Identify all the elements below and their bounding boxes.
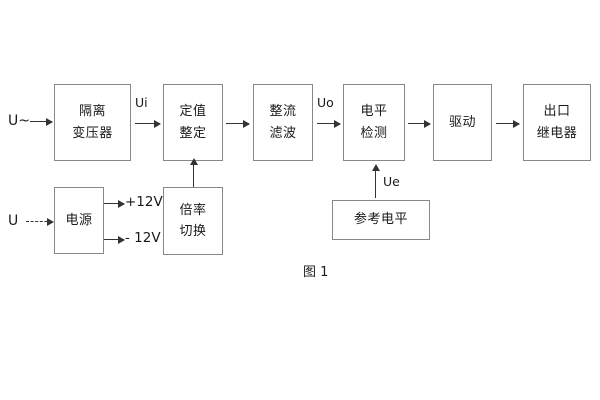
signal-label-ue: Ue bbox=[383, 174, 400, 189]
block-power-supply: 电源 bbox=[54, 187, 104, 254]
block-ratio-switching: 倍率 切换 bbox=[163, 187, 223, 255]
block-level-detection: 电平 检测 bbox=[343, 84, 405, 161]
arrow-level-detection-to-drive bbox=[408, 119, 431, 128]
block-level-detection-line1: 电平 bbox=[360, 104, 388, 120]
arrow-drive-to-output-relay bbox=[496, 119, 520, 128]
arrow-reference-level-to-level-detection bbox=[371, 164, 380, 198]
arrow-power-rail-negative bbox=[104, 235, 125, 244]
block-reference-level-line1: 参考电平 bbox=[353, 212, 408, 228]
block-setting-value-line2: 整定 bbox=[179, 125, 207, 141]
block-setting-value-line1: 定值 bbox=[179, 104, 207, 120]
dc-input-label: U bbox=[8, 213, 19, 229]
block-setting-value: 定值 整定 bbox=[163, 84, 223, 161]
block-output-relay-line1: 出口 bbox=[543, 104, 571, 120]
block-level-detection-line2: 检测 bbox=[360, 125, 388, 141]
arrow-dc-input-to-power-supply bbox=[26, 217, 54, 226]
figure-caption: 图 1 bbox=[303, 265, 329, 280]
block-drive: 驱动 bbox=[433, 84, 492, 161]
block-reference-level: 参考电平 bbox=[332, 200, 430, 240]
arrow-ratio-switching-to-setting-value bbox=[189, 158, 198, 187]
power-rail-negative-label: - 12V bbox=[125, 230, 161, 246]
block-ratio-switching-line2: 切换 bbox=[179, 224, 207, 239]
power-rail-positive-label: +12V bbox=[125, 194, 163, 210]
signal-label-ui: Ui bbox=[135, 95, 148, 110]
block-drive-line1: 驱动 bbox=[448, 114, 476, 130]
block-isolation-transformer-line1: 隔离 bbox=[78, 104, 106, 120]
block-output-relay: 出口 继电器 bbox=[523, 84, 591, 161]
block-isolation-transformer: 隔离 变压器 bbox=[54, 84, 131, 161]
signal-label-uo: Uo bbox=[317, 95, 334, 110]
block-power-supply-line1: 电源 bbox=[65, 212, 93, 228]
arrow-rectify-filter-to-level-detection bbox=[317, 119, 341, 128]
block-output-relay-line2: 继电器 bbox=[536, 125, 578, 141]
arrow-ac-input-to-isolation-transformer bbox=[30, 117, 53, 126]
block-rectify-filter: 整流 滤波 bbox=[253, 84, 313, 161]
block-rectify-filter-line2: 滤波 bbox=[269, 125, 297, 141]
block-isolation-transformer-line2: 变压器 bbox=[72, 125, 113, 141]
arrow-power-rail-positive bbox=[104, 199, 125, 208]
arrow-setting-value-to-rectify-filter bbox=[226, 119, 250, 128]
block-ratio-switching-line1: 倍率 bbox=[179, 202, 207, 218]
ac-input-label: U~ bbox=[8, 113, 30, 129]
block-rectify-filter-line1: 整流 bbox=[269, 104, 297, 120]
arrow-isolation-transformer-to-setting-value bbox=[135, 119, 161, 128]
